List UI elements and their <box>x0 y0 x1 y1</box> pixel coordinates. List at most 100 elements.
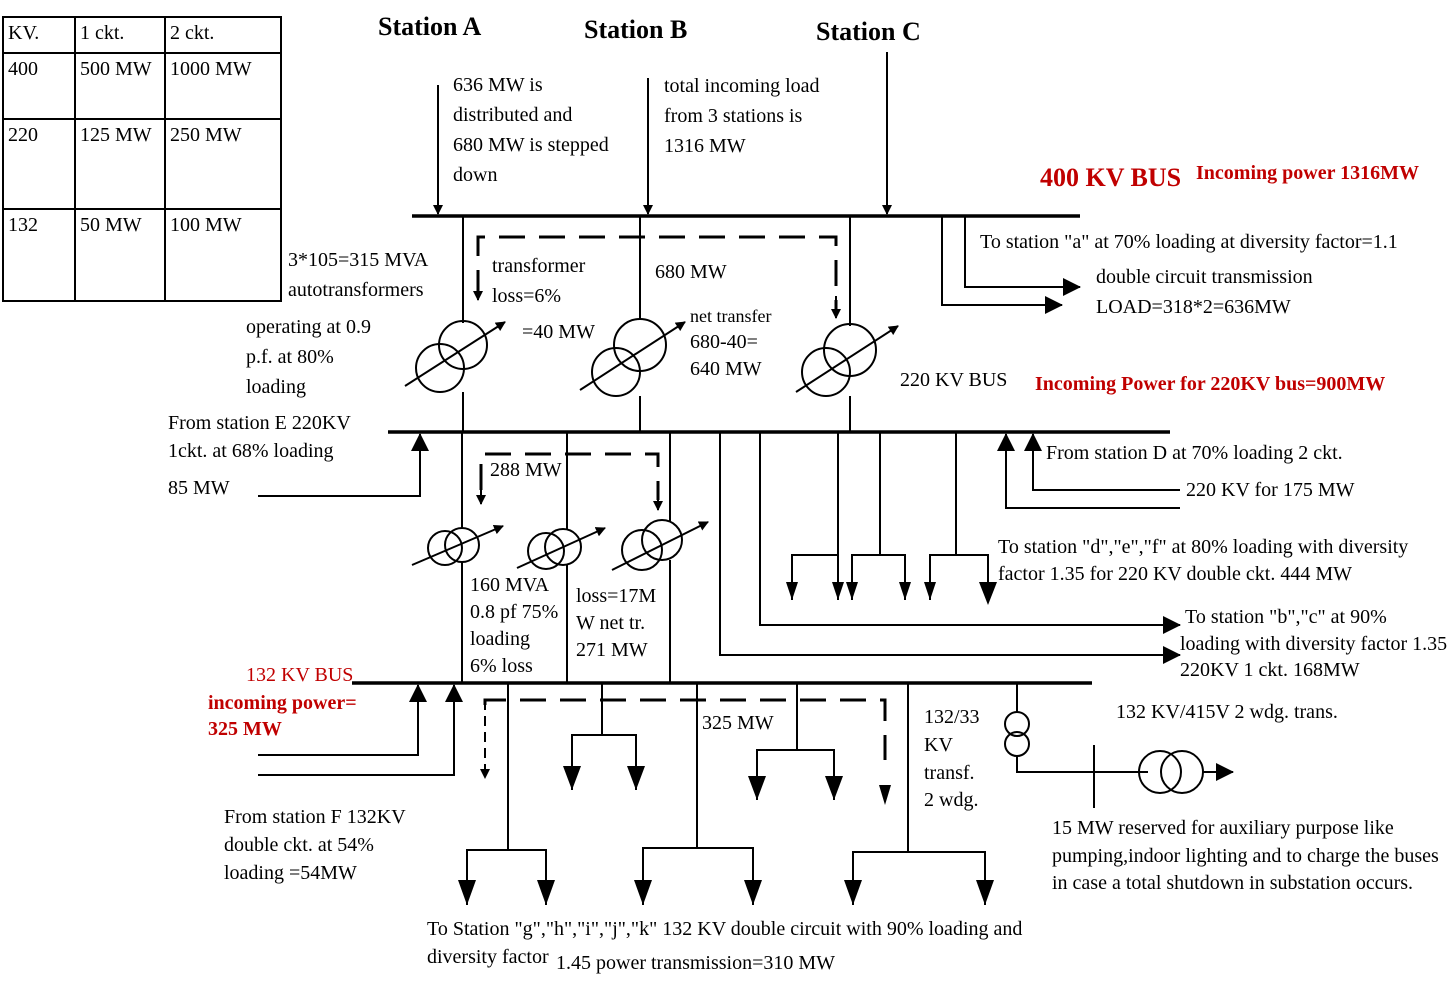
note-net-3: 640 MW <box>690 358 762 380</box>
table-cell: 400 <box>2 52 76 120</box>
table-row: 400 500 MW 1000 MW <box>2 52 282 120</box>
note-loss17-1: loss=17M <box>576 585 656 607</box>
note-net-2: 680-40= <box>690 331 758 353</box>
bus132-incoming-2: 325 MW <box>208 718 282 740</box>
note-aux-1: 15 MW reserved for auxiliary purpose lik… <box>1052 817 1394 839</box>
note-station-bc-3: 220KV 1 ckt. 168MW <box>1180 659 1360 681</box>
note-station-a-2: double circuit transmission <box>1096 266 1313 288</box>
station-d-feeder-1 <box>997 433 1180 509</box>
table-cell: 50 MW <box>74 208 166 302</box>
note-tloss-1: transformer <box>492 255 586 277</box>
station-bc-feeder-1 <box>759 432 1181 634</box>
note-distributed-4: down <box>453 164 497 186</box>
note-station-e-3: 85 MW <box>168 477 230 499</box>
note-325mw: 325 MW <box>702 712 774 734</box>
station-def-loads <box>786 432 997 605</box>
dashed-power-flow-220 <box>479 452 660 500</box>
station-e-feeder <box>258 433 429 497</box>
note-station-a-3: LOAD=318*2=636MW <box>1096 296 1291 318</box>
note-loss17-2: W net tr. <box>576 612 645 634</box>
station-c-label: Station C <box>816 17 921 46</box>
table-cell: 1000 MW <box>164 52 282 120</box>
station-a-feeder-1 <box>964 216 1081 296</box>
note-total-2: from 3 stations is <box>664 105 803 127</box>
note-tloss-3: =40 MW <box>522 321 595 343</box>
note-station-a-1: To station "a" at 70% loading at diversi… <box>980 231 1398 253</box>
note-160mva-2: 0.8 pf 75% <box>470 601 558 623</box>
bus220-label: 220 KV BUS <box>900 369 1007 391</box>
note-station-f-3: loading =54MW <box>224 862 357 884</box>
note-station-g-3: 1.45 power transmission=310 MW <box>556 952 835 974</box>
note-station-f-2: double ckt. at 54% <box>224 834 374 856</box>
note-160mva-3: loading <box>470 628 530 650</box>
table-header-row: KV. 1 ckt. 2 ckt. <box>2 16 282 54</box>
transformer-132-415 <box>1004 683 1234 808</box>
bus220-incoming: Incoming Power for 220KV bus=900MW <box>1035 373 1385 395</box>
note-tloss-2: loss=6% <box>492 285 561 307</box>
note-station-g-2: diversity factor <box>427 946 549 968</box>
note-auto-3: operating at 0.9 <box>246 316 371 338</box>
note-total-1: total incoming load <box>664 75 820 97</box>
note-auto-4: p.f. at 80% <box>246 346 334 368</box>
note-station-def-2: factor 1.35 for 220 KV double ckt. 444 M… <box>998 563 1352 585</box>
note-station-bc-2: loading with diversity factor 1.35 <box>1180 633 1447 655</box>
transformer-220-132-2 <box>516 432 606 683</box>
note-station-d-1: From station D at 70% loading 2 ckt. <box>1046 442 1343 464</box>
table-row: 132 50 MW 100 MW <box>2 208 282 302</box>
note-distributed-2: distributed and <box>453 104 572 126</box>
note-station-f-1: From station F 132KV <box>224 806 406 828</box>
note-132-415: 132 KV/415V 2 wdg. trans. <box>1116 701 1338 723</box>
note-net-1: net transfer <box>690 306 771 326</box>
note-distributed-3: 680 MW is stepped <box>453 134 609 156</box>
table-cell: 125 MW <box>74 118 166 210</box>
note-132-33-1: 132/33 <box>924 706 980 728</box>
dashed-power-flow-400 <box>476 235 838 316</box>
note-288mw: 288 MW <box>490 459 562 481</box>
note-160mva-4: 6% loss <box>470 655 533 677</box>
note-auto-2: autotransformers <box>288 279 424 301</box>
station-bc-feeder-2 <box>719 432 1181 664</box>
note-680mw: 680 MW <box>655 261 727 283</box>
bus400-label: 400 KV BUS <box>1040 163 1181 192</box>
station-d-feeder-2 <box>1024 433 1180 491</box>
note-distributed-1: 636 MW is <box>453 74 543 96</box>
table-header-cell: 1 ckt. <box>74 16 166 54</box>
note-total-3: 1316 MW <box>664 135 746 157</box>
note-132-33-2: KV <box>924 734 953 756</box>
bus132-incoming-1: incoming power= <box>208 692 357 714</box>
table-header-cell: 2 ckt. <box>164 16 282 54</box>
note-160mva-1: 160 MVA <box>470 574 550 596</box>
note-station-g-1: To Station "g","h","i","j","k" 132 KV do… <box>427 918 1022 940</box>
note-132-33-4: 2 wdg. <box>924 789 978 811</box>
note-auto-5: loading <box>246 376 306 398</box>
autotransformer-3 <box>795 216 899 432</box>
table-cell: 500 MW <box>74 52 166 120</box>
note-station-d-2: 220 KV for 175 MW <box>1186 479 1355 501</box>
bus400-incoming: Incoming power 1316MW <box>1196 162 1419 184</box>
station-b-label: Station B <box>584 15 687 44</box>
table-row: 220 125 MW 250 MW <box>2 118 282 210</box>
autotransformer-2 <box>579 216 686 432</box>
table-cell: 100 MW <box>164 208 282 302</box>
note-132-33-3: transf. <box>924 762 975 784</box>
table-header-cell: KV. <box>2 16 76 54</box>
table-cell: 220 <box>2 118 76 210</box>
note-station-def-1: To station "d","e","f" at 80% loading wi… <box>998 536 1408 558</box>
station-a-feeder-2 <box>941 216 1063 314</box>
station-f-feeder-2 <box>258 684 463 776</box>
note-loss17-3: 271 MW <box>576 639 648 661</box>
autotransformer-1 <box>404 216 506 432</box>
note-station-e-1: From station E 220KV <box>168 412 351 434</box>
transformer-220-132-1 <box>411 432 504 683</box>
station-a-label: Station A <box>378 12 482 41</box>
bus132-label: 132 KV BUS <box>246 664 353 686</box>
note-auto-1: 3*105=315 MVA <box>288 249 429 271</box>
note-station-e-2: 1ckt. at 68% loading <box>168 440 334 462</box>
loads-132-upper <box>563 683 843 800</box>
note-station-bc-1: To station "b","c" at 90% <box>1185 606 1387 628</box>
table-cell: 132 <box>2 208 76 302</box>
note-aux-3: in case a total shutdown in substation o… <box>1052 872 1413 894</box>
station-f-feeder-1 <box>258 684 427 756</box>
